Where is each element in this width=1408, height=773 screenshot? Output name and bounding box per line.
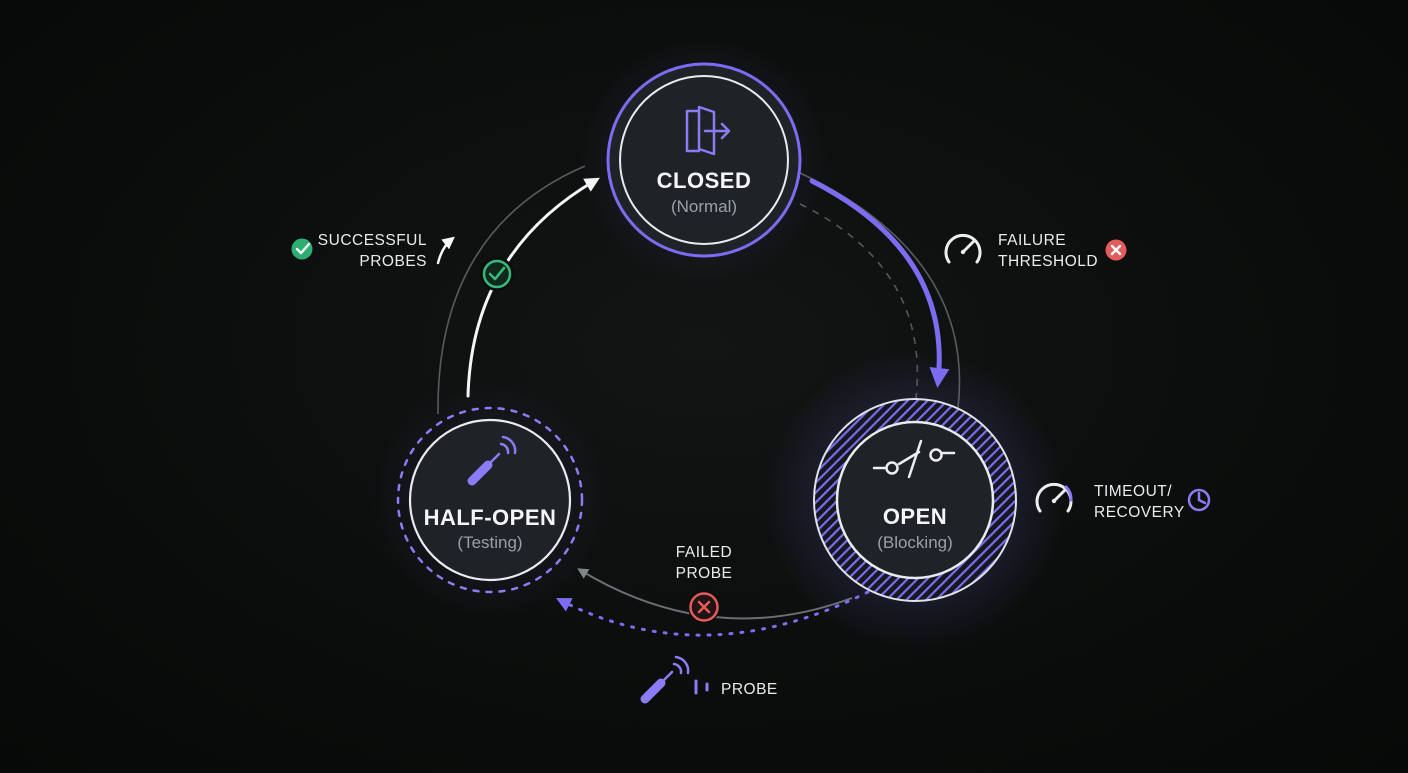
check-icon bbox=[488, 266, 506, 281]
check-icon bbox=[295, 242, 311, 255]
timeout-recovery-line2: RECOVERY bbox=[1094, 504, 1185, 521]
probe-label: PROBE bbox=[721, 681, 778, 698]
arrow-closed-to-open bbox=[809, 178, 950, 388]
node-half-open: HALF-OPEN (Testing) bbox=[370, 380, 610, 620]
node-closed: CLOSED (Normal) bbox=[579, 35, 829, 285]
circuit-breaker-icon bbox=[872, 439, 956, 479]
arrow-halfopen-to-closed bbox=[466, 177, 600, 398]
node-closed-subtitle: (Normal) bbox=[671, 197, 737, 216]
failed-probe-line1: FAILED bbox=[676, 544, 732, 561]
node-closed-title: CLOSED bbox=[657, 168, 752, 193]
successful-probes-line1: SUCCESSFUL bbox=[318, 232, 427, 249]
label-failed-probe: FAILED PROBE bbox=[676, 544, 733, 582]
node-half-open-dashed-ring bbox=[396, 406, 584, 594]
up-arrow-icon bbox=[436, 236, 455, 265]
node-open: OPEN (Blocking) bbox=[765, 350, 1065, 650]
arc-halfopen-to-closed-outer bbox=[437, 165, 586, 415]
node-open-outer-ring bbox=[813, 398, 1017, 602]
success-check-badge bbox=[480, 257, 514, 291]
node-open-subtitle: (Blocking) bbox=[877, 533, 953, 552]
node-open-title: OPEN bbox=[883, 504, 947, 529]
node-half-open-title: HALF-OPEN bbox=[424, 505, 557, 530]
clock-icon bbox=[1187, 488, 1211, 512]
failed-probe-line2: PROBE bbox=[676, 565, 733, 582]
node-closed-inner-ring bbox=[619, 75, 789, 245]
label-successful-probes: SUCCESSFUL PROBES bbox=[291, 232, 455, 270]
check-badge-icon bbox=[291, 238, 313, 260]
failure-threshold-line1: FAILURE bbox=[998, 232, 1066, 249]
x-icon bbox=[697, 600, 711, 614]
timeout-recovery-line1: TIMEOUT/ bbox=[1094, 483, 1172, 500]
label-timeout-recovery: TIMEOUT/ RECOVERY bbox=[1035, 482, 1211, 521]
failure-threshold-line2: THRESHOLD bbox=[998, 253, 1098, 270]
probe-signal-icon bbox=[640, 655, 709, 704]
label-failure-threshold: FAILURE THRESHOLD bbox=[944, 232, 1127, 270]
check-circle-icon bbox=[482, 259, 512, 289]
node-half-open-subtitle: (Testing) bbox=[457, 533, 522, 552]
node-half-open-inner-ring bbox=[408, 418, 572, 582]
door-exit-icon bbox=[685, 105, 731, 156]
failed-probe-badge bbox=[688, 591, 720, 623]
timer-gauge-icon bbox=[1035, 482, 1073, 513]
label-probe: PROBE bbox=[640, 655, 778, 704]
x-icon bbox=[1110, 244, 1122, 256]
probe-icon bbox=[467, 435, 517, 486]
successful-probes-line2: PROBES bbox=[359, 253, 427, 270]
node-open-inner-ring bbox=[835, 420, 995, 580]
node-closed-outer-ring bbox=[606, 62, 802, 258]
gauge-icon bbox=[944, 233, 982, 264]
